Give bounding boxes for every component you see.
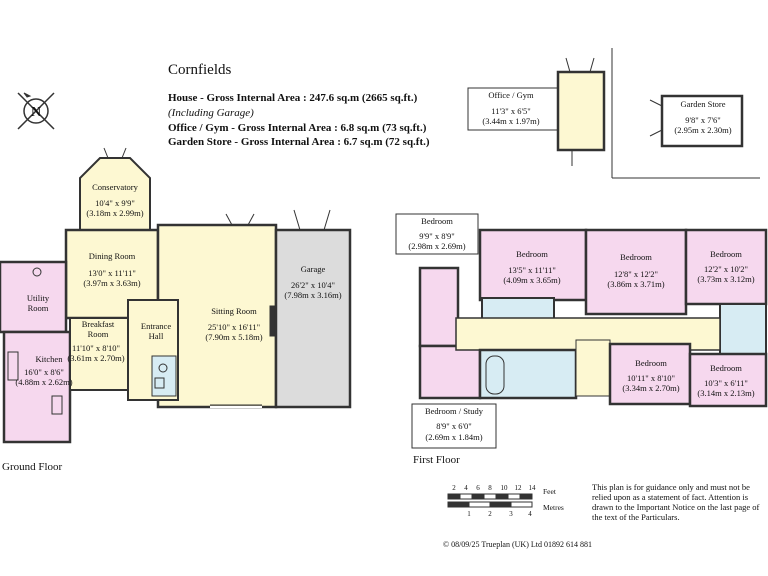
compass-icon: N bbox=[17, 92, 55, 130]
label-conservatory-name: Conservatory bbox=[92, 182, 139, 192]
label-bed5-imperial: 10'11" x 8'10" bbox=[627, 373, 675, 383]
label-bed2-metric: (4.09m x 3.65m) bbox=[503, 275, 560, 285]
room-kitchen bbox=[2, 330, 72, 444]
scale-feet-4: 4 bbox=[464, 484, 468, 492]
bedroom-study-label-box bbox=[411, 403, 497, 449]
label-dining-imperial: 13'0" x 11'11" bbox=[88, 268, 136, 278]
label-bed1-metric: (2.98m x 2.69m) bbox=[408, 241, 465, 251]
label-garage-imperial: 26'2" x 10'4" bbox=[291, 280, 335, 290]
scale-feet-10: 10 bbox=[501, 484, 509, 492]
office-area: Office / Gym - Gross Internal Area : 6.8… bbox=[168, 122, 427, 134]
label-sitting-metric: (7.90m x 5.18m) bbox=[205, 332, 262, 342]
label-study-metric: (2.69m x 1.84m) bbox=[425, 432, 482, 442]
label-kitchen-imperial: 16'0" x 8'6" bbox=[24, 367, 64, 377]
label-conservatory-metric: (3.18m x 2.99m) bbox=[86, 208, 143, 218]
scale-feet-12: 12 bbox=[515, 484, 523, 492]
label-sitting-name: Sitting Room bbox=[211, 306, 257, 316]
disclaimer: This plan is for guidance only and must … bbox=[592, 482, 760, 522]
scale-feet-label: Feet bbox=[543, 487, 557, 496]
stairs bbox=[575, 339, 611, 397]
ground-floor-label: Ground Floor bbox=[2, 461, 63, 473]
label-entrance-name1: Entrance bbox=[141, 321, 171, 331]
copyright: © 08/09/25 Trueplan (UK) Ltd 01892 614 8… bbox=[443, 540, 592, 549]
room-garage bbox=[274, 228, 352, 409]
room-conservatory bbox=[79, 147, 151, 231]
room-bedroom-3 bbox=[584, 228, 688, 316]
first-floor-label: First Floor bbox=[413, 454, 460, 466]
label-bed4-metric: (3.73m x 3.12m) bbox=[697, 274, 754, 284]
label-bed3-metric: (3.86m x 3.71m) bbox=[607, 279, 664, 289]
scale-bar bbox=[447, 493, 533, 508]
scale-metre-4: 4 bbox=[528, 510, 532, 518]
label-bed1-imperial: 9'9" x 8'9" bbox=[419, 231, 455, 241]
scale-feet-8: 8 bbox=[488, 484, 492, 492]
label-breakfast-metric: (3.61m x 2.70m) bbox=[67, 353, 124, 363]
label-gardenstore-metric: (2.95m x 2.30m) bbox=[674, 125, 731, 135]
label-dining-name: Dining Room bbox=[89, 251, 136, 261]
label-gardenstore-name: Garden Store bbox=[680, 99, 725, 109]
label-bed1-name: Bedroom bbox=[421, 216, 453, 226]
label-kitchen-metric: (4.88m x 2.62m) bbox=[15, 377, 72, 387]
label-bed3-name: Bedroom bbox=[620, 252, 652, 262]
label-bed5-metric: (3.34m x 2.70m) bbox=[622, 383, 679, 393]
scale-feet-6: 6 bbox=[476, 484, 480, 492]
room-bedroom-study bbox=[418, 344, 482, 400]
label-garage-metric: (7.98m x 3.16m) bbox=[284, 290, 341, 300]
label-bed2-imperial: 13'5" x 11'11" bbox=[508, 265, 556, 275]
label-bed4-name: Bedroom bbox=[710, 249, 742, 259]
label-office-metric: (3.44m x 1.97m) bbox=[482, 116, 539, 126]
bathroom bbox=[478, 348, 578, 400]
label-breakfast-name1: Breakfast bbox=[82, 319, 115, 329]
label-garage-name: Garage bbox=[301, 264, 326, 274]
label-sitting-imperial: 25'10" x 16'11" bbox=[208, 322, 260, 332]
label-conservatory-imperial: 10'4" x 9'9" bbox=[95, 198, 135, 208]
label-breakfast-imperial: 11'10" x 8'10" bbox=[72, 343, 120, 353]
scale-metres-label: Metres bbox=[543, 503, 564, 512]
label-office-imperial: 11'3" x 6'5" bbox=[491, 106, 530, 116]
label-breakfast-name2: Room bbox=[88, 329, 109, 339]
scale-metre-2: 2 bbox=[488, 510, 492, 518]
label-bed6-metric: (3.14m x 2.13m) bbox=[697, 388, 754, 398]
label-bed6-imperial: 10'3" x 6'11" bbox=[704, 378, 748, 388]
including-garage-note: (Including Garage) bbox=[168, 107, 254, 119]
scale-feet-2: 2 bbox=[452, 484, 456, 492]
label-bed4-imperial: 12'2" x 10'2" bbox=[704, 264, 748, 274]
label-office-name: Office / Gym bbox=[488, 90, 534, 100]
label-utility-name1: Utility bbox=[27, 293, 50, 303]
room-bedroom-left bbox=[418, 266, 460, 348]
label-bed2-name: Bedroom bbox=[516, 249, 548, 259]
house-area: House - Gross Internal Area : 247.6 sq.m… bbox=[168, 92, 418, 104]
scale-metre-1: 1 bbox=[467, 510, 471, 518]
garden-store-area: Garden Store - Gross Internal Area : 6.7… bbox=[168, 136, 430, 148]
label-bed5-name: Bedroom bbox=[635, 358, 667, 368]
label-gardenstore-imperial: 9'8" x 7'6" bbox=[685, 115, 721, 125]
room-bedroom-4 bbox=[684, 228, 768, 306]
label-bed6-name: Bedroom bbox=[710, 363, 742, 373]
label-study-name: Bedroom / Study bbox=[425, 406, 484, 416]
label-kitchen-name: Kitchen bbox=[36, 354, 64, 364]
label-dining-metric: (3.97m x 3.63m) bbox=[83, 278, 140, 288]
room-breakfast bbox=[69, 317, 129, 391]
compass-letter: N bbox=[31, 105, 41, 120]
label-entrance-name2: Hall bbox=[149, 331, 164, 341]
label-utility-name2: Room bbox=[28, 303, 49, 313]
label-bed3-imperial: 12'8" x 12'2" bbox=[614, 269, 658, 279]
scale-feet-14: 14 bbox=[529, 484, 537, 492]
bedroom-9x9-label-box bbox=[395, 213, 479, 255]
property-title: Cornfields bbox=[168, 62, 232, 78]
ensuite-2 bbox=[719, 303, 767, 355]
room-bedroom-6 bbox=[688, 352, 768, 408]
garden-store-building bbox=[660, 94, 744, 148]
label-study-imperial: 8'9" x 6'0" bbox=[436, 421, 472, 431]
scale-metre-3: 3 bbox=[509, 510, 513, 518]
office-gym-building bbox=[556, 70, 606, 152]
